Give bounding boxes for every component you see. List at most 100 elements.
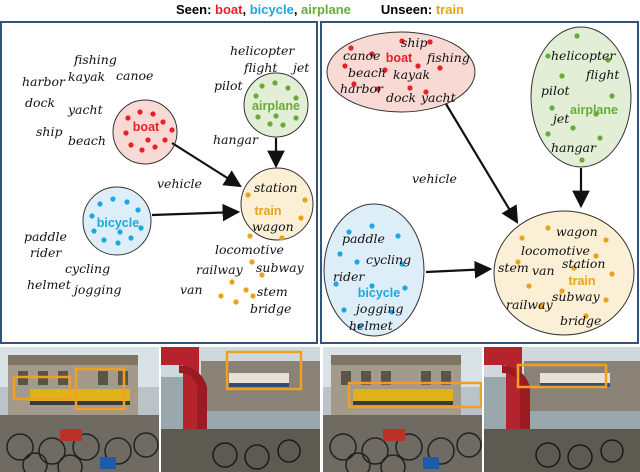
right-boat-point bbox=[342, 63, 348, 69]
right-train-point bbox=[593, 253, 599, 259]
right-train-point bbox=[538, 303, 544, 309]
left-bicycle-points bbox=[89, 196, 144, 246]
word-jet: jet bbox=[550, 111, 570, 126]
left-cluster-labels: boat airplane bicycle train bbox=[97, 99, 300, 230]
word-rider: rider bbox=[30, 245, 62, 260]
right-bicycle-point bbox=[369, 223, 375, 229]
left-boat-points bbox=[123, 109, 175, 153]
left-boat-point bbox=[152, 144, 158, 150]
right-airplane-point bbox=[559, 73, 565, 79]
word-pilot: pilot bbox=[214, 78, 244, 93]
word-subway: subway bbox=[256, 260, 305, 275]
word-yacht: yacht bbox=[420, 90, 457, 105]
arrow-boat-to-train bbox=[171, 142, 242, 188]
right-bicycle-point bbox=[337, 251, 343, 257]
left-boat-point bbox=[128, 142, 134, 148]
left-bicycle-point bbox=[115, 240, 121, 246]
right-train-label: train bbox=[568, 274, 595, 288]
left-boat-point bbox=[137, 109, 143, 115]
right-train-cluster bbox=[493, 210, 635, 336]
right-airplane-point bbox=[609, 93, 615, 99]
left-airplane-point bbox=[285, 85, 291, 91]
word-rider: rider bbox=[333, 269, 365, 284]
word-van: van bbox=[180, 282, 203, 297]
right-boat-point bbox=[399, 38, 405, 44]
word-beach: beach bbox=[348, 65, 386, 80]
right-boat-point bbox=[351, 81, 357, 87]
seen-class-boat: boat bbox=[215, 2, 243, 17]
right-bicycle-point bbox=[395, 233, 401, 239]
right-bicycle-point bbox=[402, 285, 408, 291]
word-helmet: helmet bbox=[349, 318, 394, 333]
left-bicycle-point bbox=[124, 199, 130, 205]
right-airplane-point bbox=[570, 125, 576, 131]
word-bridge: bridge bbox=[250, 301, 291, 316]
word-fishing: fishing bbox=[73, 52, 117, 67]
left-train-point bbox=[245, 192, 251, 198]
word-vehicle: vehicle bbox=[157, 176, 202, 191]
word-paddle: paddle bbox=[24, 229, 67, 244]
word-helicopter: helicopter bbox=[230, 43, 295, 58]
left-bicycle-point bbox=[91, 228, 97, 234]
right-panel bbox=[320, 21, 639, 344]
word-flight: flight bbox=[585, 67, 620, 82]
right-bicycle-point bbox=[389, 309, 395, 315]
unseen-class-train: train bbox=[435, 2, 464, 17]
right-boat-cluster bbox=[326, 31, 476, 113]
left-bicycle-point bbox=[101, 237, 107, 243]
left-airplane-point bbox=[253, 93, 259, 99]
word-helicopter: helicopter bbox=[551, 48, 616, 63]
left-train-point bbox=[229, 279, 235, 285]
left-panel bbox=[0, 21, 318, 344]
word-wagon: wagon bbox=[556, 224, 598, 239]
left-airplane-point bbox=[255, 114, 261, 120]
left-boat-label: boat bbox=[133, 120, 160, 134]
right-words: canoe ship fishing beach kayak harbor do… bbox=[333, 35, 620, 333]
left-boat-point bbox=[150, 111, 156, 117]
left-airplane-point bbox=[293, 115, 299, 121]
unseen-label: Unseen bbox=[380, 2, 428, 17]
word-van: van bbox=[532, 263, 555, 278]
word-yacht: yacht bbox=[67, 102, 104, 117]
left-train-point bbox=[298, 215, 304, 221]
right-train-point bbox=[559, 288, 565, 294]
left-boat-point bbox=[125, 115, 131, 121]
left-bicycle-point bbox=[135, 207, 141, 213]
word-wagon: wagon bbox=[252, 219, 294, 234]
right-bicycle-point bbox=[341, 307, 347, 313]
right-boat-point bbox=[369, 51, 375, 57]
right-train-point bbox=[603, 297, 609, 303]
detection-box bbox=[74, 367, 126, 411]
left-clusters bbox=[82, 72, 314, 256]
right-airplane-point bbox=[579, 157, 585, 163]
word-stem: stem bbox=[257, 284, 288, 299]
right-boat-point bbox=[437, 65, 443, 71]
right-arrows bbox=[425, 103, 590, 279]
right-boat-point bbox=[375, 86, 381, 92]
arrow-boat-to-train bbox=[445, 103, 519, 224]
right-cluster-labels: boat airplane bicycle train bbox=[358, 51, 618, 300]
left-arrows bbox=[151, 138, 285, 222]
left-bicycle-point bbox=[97, 201, 103, 207]
right-airplane-point bbox=[545, 131, 551, 137]
right-boat-point bbox=[382, 67, 388, 73]
left-airplane-point bbox=[267, 121, 273, 127]
detection-box bbox=[12, 375, 72, 401]
word-cycling: cycling bbox=[65, 261, 110, 276]
word-hangar: hangar bbox=[551, 140, 597, 155]
word-canoe: canoe bbox=[343, 48, 380, 63]
left-train-point bbox=[218, 293, 224, 299]
right-train-point bbox=[545, 225, 551, 231]
word-flight: flight bbox=[243, 60, 278, 75]
word-jet: jet bbox=[290, 60, 310, 75]
left-train-point bbox=[249, 259, 255, 265]
left-train-point bbox=[250, 293, 256, 299]
right-boat-point bbox=[407, 85, 413, 91]
left-train-point bbox=[243, 287, 249, 293]
right-bicycle-point bbox=[333, 281, 339, 287]
word-hangar: hangar bbox=[213, 132, 259, 147]
word-pilot: pilot bbox=[541, 83, 571, 98]
word-bridge: bridge bbox=[560, 313, 601, 328]
